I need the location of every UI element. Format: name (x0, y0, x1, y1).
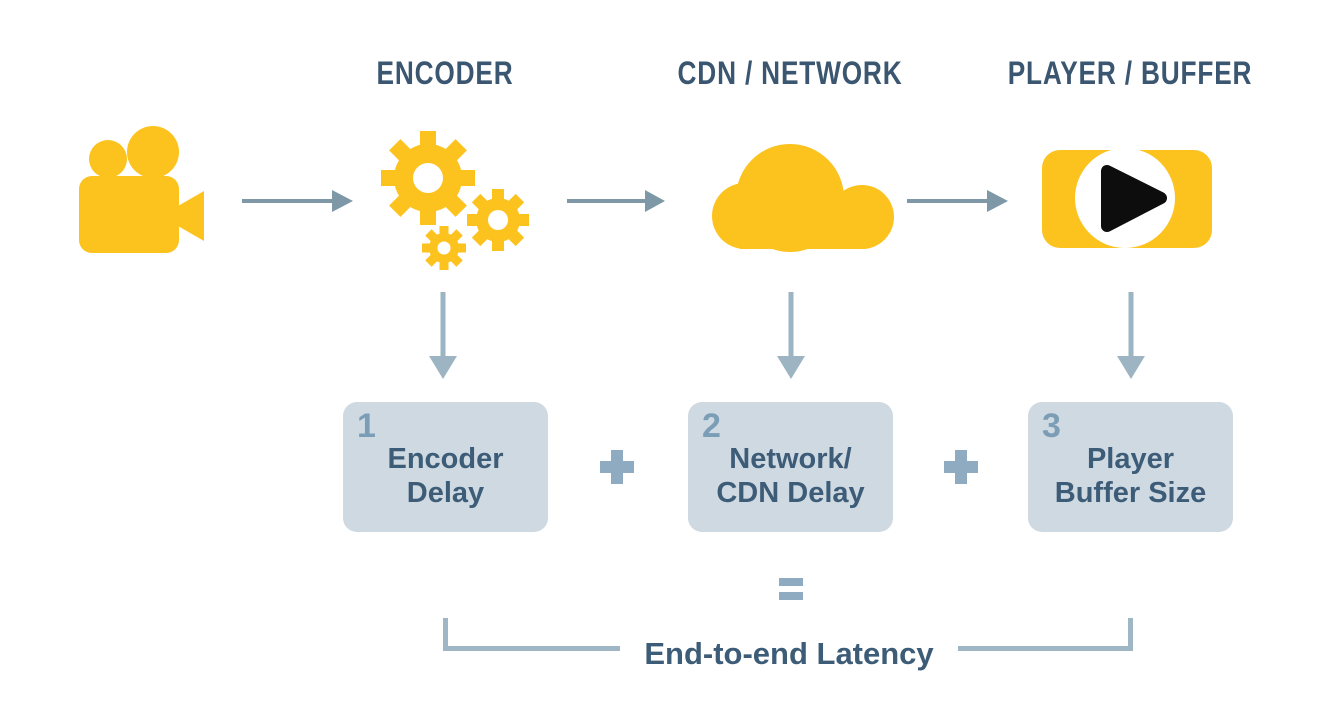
encoder-delay-label: Encoder Delay (387, 443, 504, 509)
down-arrow-cdn (777, 292, 805, 379)
cdn-network-header: CDN / NETWORK (677, 55, 903, 91)
player-buffer-size-box: 3 Player Buffer Size (1028, 402, 1233, 532)
box-number-2: 2 (702, 407, 721, 445)
network-cdn-delay-box: 2 Network/ CDN Delay (688, 402, 893, 532)
down-arrow-player (1117, 292, 1145, 379)
plus-icon-1 (600, 450, 634, 484)
encoder-header: ENCODER (376, 55, 514, 91)
latency-bracket-left (443, 618, 620, 651)
flow-arrow-encoder-to-cdn (567, 190, 665, 212)
video-camera-icon (79, 126, 204, 253)
box-number-1: 1 (357, 407, 376, 445)
plus-icon-2 (944, 450, 978, 484)
encoder-delay-box: 1 Encoder Delay (343, 402, 548, 532)
cloud-icon (712, 144, 894, 252)
equals-icon (779, 578, 803, 601)
end-to-end-latency-label: End-to-end Latency (644, 636, 934, 671)
latency-bracket-right (958, 618, 1133, 651)
play-button-icon (1042, 148, 1212, 248)
flow-arrow-cdn-to-player (907, 190, 1008, 212)
down-arrow-encoder (429, 292, 457, 379)
flow-arrow-source-to-encoder (242, 190, 353, 212)
player-buffer-header: PLAYER / BUFFER (1007, 55, 1253, 91)
box-number-3: 3 (1042, 407, 1061, 445)
network-cdn-delay-label: Network/ CDN Delay (716, 443, 865, 509)
player-buffer-size-label: Player Buffer Size (1054, 443, 1207, 509)
gears-icon (381, 131, 529, 270)
